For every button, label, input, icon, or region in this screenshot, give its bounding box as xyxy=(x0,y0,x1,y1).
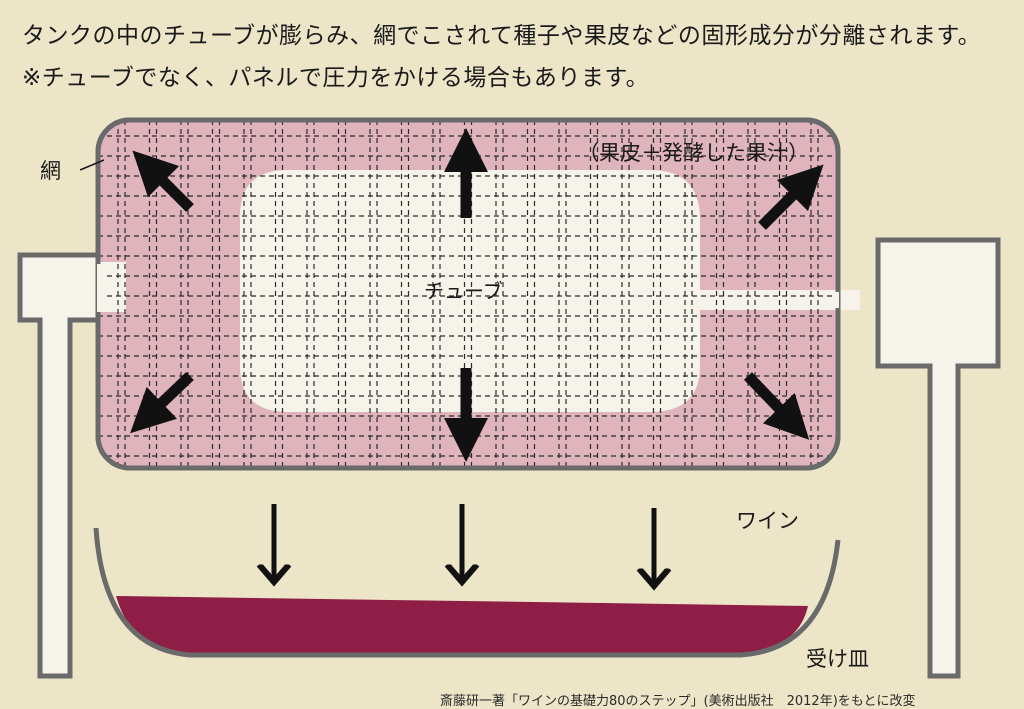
net-pointer xyxy=(79,159,105,171)
arrow-up-right xyxy=(758,164,824,230)
right-stand xyxy=(875,237,1001,679)
tube-label: チューブ xyxy=(424,279,503,303)
arrow-down-left xyxy=(130,372,194,434)
arrow-down-right xyxy=(744,372,810,440)
wine-flow-arrows xyxy=(274,504,654,586)
description-line-1: タンクの中のチューブが膨らみ、網でこされて種子や果皮などの固形成分が分離されます… xyxy=(22,23,982,49)
inflated-tube xyxy=(240,170,860,412)
source-credit: 斎藤研一著「ワインの基礎力80のステップ」(美術出版社 2012年)をもとに改変 xyxy=(440,694,916,709)
arrow-up-left xyxy=(132,150,194,212)
pressure-arrows xyxy=(130,128,824,462)
tray-label: 受け皿 xyxy=(806,647,869,671)
skins-juice-label: （果皮＋発酵した果汁） xyxy=(578,141,809,165)
net-label: 網 xyxy=(40,159,61,183)
wine-tray-liquid xyxy=(116,596,808,654)
description-line-2: ※チューブでなく、パネルで圧力をかける場合もあります。 xyxy=(22,65,650,91)
wine-label: ワイン xyxy=(736,509,799,533)
catch-tray xyxy=(93,527,841,658)
